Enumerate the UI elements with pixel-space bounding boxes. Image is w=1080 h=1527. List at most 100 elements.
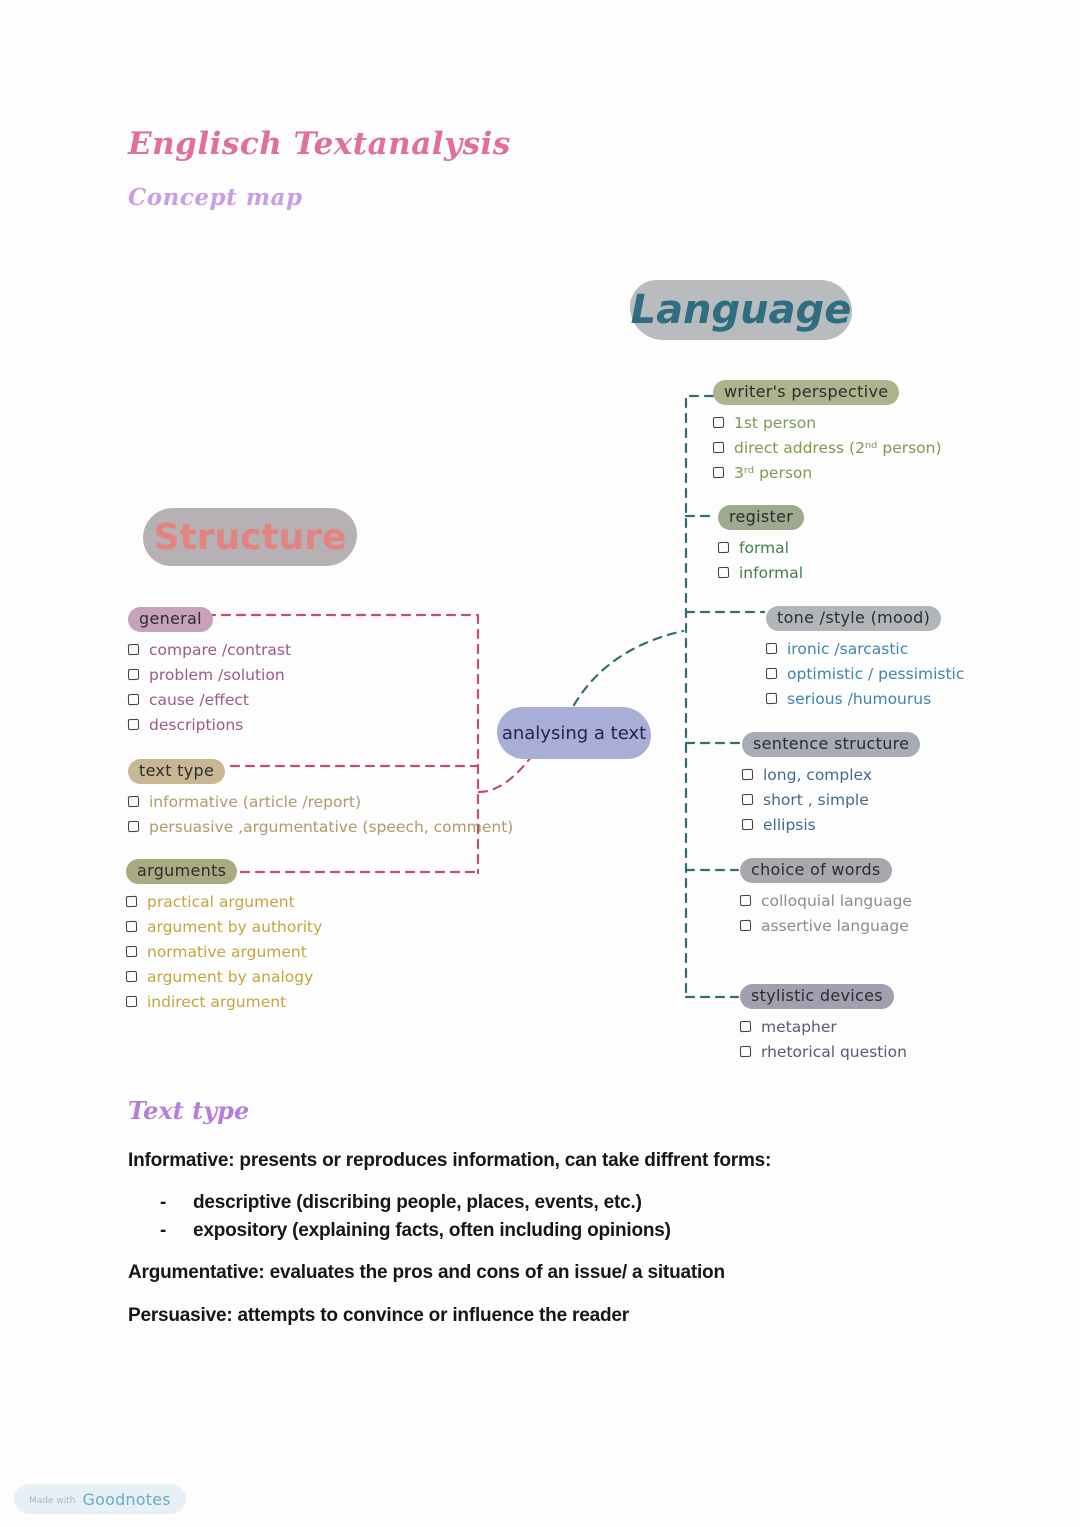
made-with-label: Made with — [29, 1495, 76, 1506]
item-label: direct address (2ⁿᵈ person) — [734, 438, 942, 457]
bullet-dash: - — [160, 1220, 167, 1241]
checkbox-icon — [127, 668, 140, 681]
checklist-item: formal — [717, 535, 804, 560]
checkbox-icon — [739, 1020, 752, 1033]
checkbox-icon — [717, 566, 730, 579]
section-label: arguments — [126, 859, 238, 884]
item-label: informative (article /report) — [149, 792, 361, 811]
checkbox-icon — [741, 818, 754, 831]
bullet-text: descriptive (discribing people, places, … — [193, 1192, 642, 1213]
checkbox-icon — [765, 642, 778, 655]
checklist-item: long, complex — [741, 762, 920, 787]
checklist-item: compare /contrast — [127, 637, 292, 662]
section-register: register formal informal — [717, 505, 805, 585]
checklist-item: indirect argument — [125, 989, 322, 1014]
note-bullet: - expository (explaining facts, often inc… — [160, 1220, 671, 1242]
checkbox-icon — [125, 895, 138, 908]
checkbox-icon — [712, 416, 725, 429]
checklist-item: argument by analogy — [125, 964, 322, 989]
checkbox-icon — [127, 693, 140, 706]
checklist-item: optimistic / pessimistic — [765, 661, 965, 686]
page-subtitle: Concept map — [128, 184, 303, 211]
item-label: compare /contrast — [149, 640, 292, 659]
checkbox-icon — [125, 970, 138, 983]
section-label: stylistic devices — [740, 984, 894, 1009]
section-label: writer's perspective — [713, 380, 900, 405]
checklist-item: metapher — [739, 1014, 907, 1039]
item-label: 1st person — [734, 413, 817, 432]
checkbox-icon — [125, 995, 138, 1008]
note-persuasive: Persuasive: attempts to convince or infl… — [128, 1305, 629, 1326]
checkbox-icon — [125, 920, 138, 933]
language-node: Language — [630, 280, 852, 340]
checkbox-icon — [712, 466, 725, 479]
section-arguments: arguments practical argument argument by… — [125, 859, 323, 1014]
item-label: short , simple — [763, 790, 869, 809]
checklist-item: problem /solution — [127, 662, 291, 687]
section-label: text type — [128, 759, 226, 784]
connector-center-to-language — [572, 629, 685, 707]
item-label: rhetorical question — [761, 1042, 907, 1061]
checklist-item: assertive language — [739, 913, 912, 938]
section-text-type: text type informative (article /report) … — [127, 759, 513, 839]
item-label: indirect argument — [147, 992, 287, 1011]
section-label: register — [718, 505, 805, 530]
checkbox-icon — [739, 894, 752, 907]
checklist-item: informal — [717, 560, 804, 585]
section-label: sentence structure — [742, 732, 921, 757]
item-label: argument by analogy — [147, 967, 314, 986]
section-choice-of-words: choice of words colloquial language asse… — [739, 858, 912, 938]
item-label: practical argument — [147, 892, 295, 911]
checklist-item: normative argument — [125, 939, 322, 964]
connector-language-spine — [684, 394, 715, 999]
checklist-item: persuasive ,argumentative (speech, comme… — [127, 814, 513, 839]
bullet-dash: - — [160, 1192, 167, 1213]
checkbox-icon — [127, 643, 140, 656]
notes-heading: Text type — [128, 1096, 250, 1125]
note-argumentative: Argumentative: evaluates the pros and co… — [128, 1262, 725, 1283]
checkbox-icon — [739, 919, 752, 932]
item-label: descriptions — [149, 715, 244, 734]
item-label: serious /humourus — [787, 689, 932, 708]
bullet-text: expository (explaining facts, often incl… — [193, 1220, 671, 1241]
item-label: ellipsis — [763, 815, 816, 834]
checkbox-icon — [127, 795, 140, 808]
item-label: long, complex — [763, 765, 872, 784]
item-label: assertive language — [761, 916, 909, 935]
item-label: argument by authority — [147, 917, 323, 936]
checklist-item: short , simple — [741, 787, 920, 812]
checkbox-icon — [717, 541, 730, 554]
item-label: optimistic / pessimistic — [787, 664, 965, 683]
checklist-item: 3ʳᵈ person — [712, 460, 942, 485]
checklist-item: practical argument — [125, 889, 322, 914]
checklist-item: ironic /sarcastic — [765, 636, 964, 661]
checkbox-icon — [765, 692, 778, 705]
checkbox-icon — [741, 768, 754, 781]
checklist-item: argument by authority — [125, 914, 323, 939]
item-label: formal — [739, 538, 789, 557]
center-node: analysing a text — [497, 707, 651, 759]
checklist-item: direct address (2ⁿᵈ person) — [712, 435, 942, 460]
checkbox-icon — [739, 1045, 752, 1058]
section-sentence-structure: sentence structure long, complex short ,… — [741, 732, 921, 837]
section-writers-perspective: writer's perspective 1st person direct a… — [712, 380, 942, 485]
item-label: normative argument — [147, 942, 307, 961]
goodnotes-logo: Goodnotes — [82, 1489, 171, 1509]
section-stylistic-devices: stylistic devices metapher rhetorical qu… — [739, 984, 907, 1064]
section-general: general compare /contrast problem /solut… — [127, 607, 292, 737]
checklist-item: 1st person — [712, 410, 942, 435]
checklist-item: colloquial language — [739, 888, 912, 913]
item-label: ironic /sarcastic — [787, 639, 909, 658]
item-label: problem /solution — [149, 665, 285, 684]
section-label: tone /style (mood) — [766, 606, 942, 631]
item-label: colloquial language — [761, 891, 912, 910]
section-label: choice of words — [740, 858, 892, 883]
goodnotes-badge[interactable]: Made with Goodnotes — [14, 1484, 186, 1514]
checkbox-icon — [765, 667, 778, 680]
checkbox-icon — [127, 718, 140, 731]
checklist-item: serious /humourus — [765, 686, 964, 711]
item-label: metapher — [761, 1017, 837, 1036]
checklist-item: descriptions — [127, 712, 291, 737]
checkbox-icon — [741, 793, 754, 806]
